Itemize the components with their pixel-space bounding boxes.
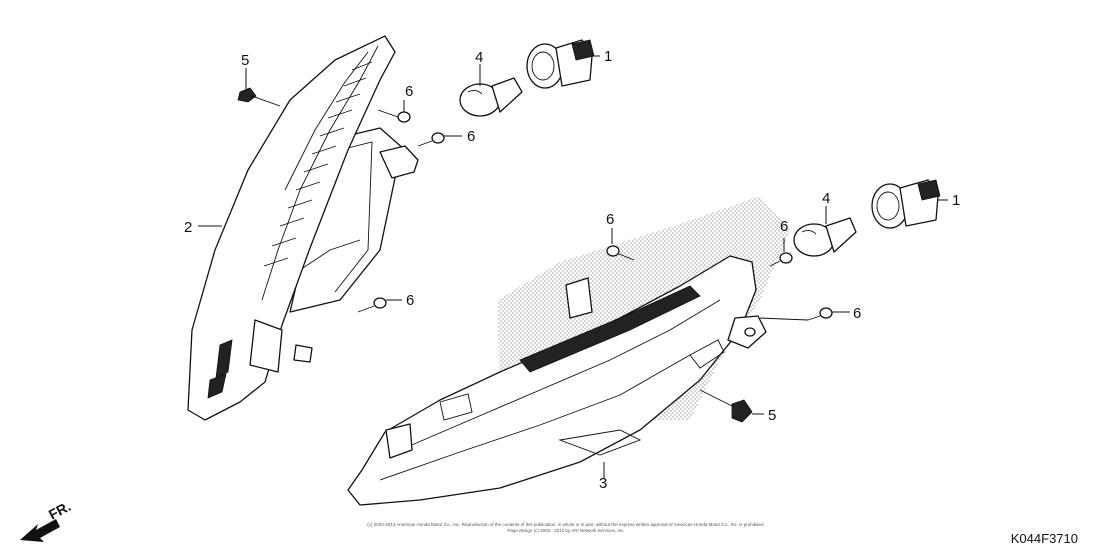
callout-1-right-socket: 1 bbox=[952, 192, 960, 209]
front-arrow-icon bbox=[20, 519, 60, 542]
right-turn-signal-assembly bbox=[347, 196, 790, 506]
callout-1-left-socket: 1 bbox=[604, 48, 612, 65]
callout-6-left-screw-a: 6 bbox=[405, 83, 413, 100]
left-lens-part-2 bbox=[187, 35, 396, 421]
right-bulb bbox=[793, 217, 857, 257]
left-screw-6a bbox=[377, 109, 411, 123]
callout-6-left-screw-c: 6 bbox=[406, 292, 414, 309]
callout-3-right-lens: 3 bbox=[599, 475, 607, 492]
left-screw-6c bbox=[357, 297, 387, 313]
callout-6-right-screw-e: 6 bbox=[780, 218, 788, 235]
right-socket bbox=[871, 179, 941, 229]
callout-5-left-bolt: 5 bbox=[241, 52, 249, 69]
callout-4-right-bulb: 4 bbox=[822, 190, 830, 207]
callout-6-left-screw-b: 6 bbox=[467, 128, 475, 145]
callout-6-right-screw-f: 6 bbox=[853, 305, 861, 322]
right-screw-6e bbox=[769, 252, 793, 267]
left-housing-socket bbox=[379, 145, 419, 179]
callout-2-left-lens: 2 bbox=[184, 219, 192, 236]
front-direction-indicator: FR. bbox=[20, 498, 73, 542]
drawing-code: K044F3710 bbox=[1010, 531, 1078, 546]
right-bolt-5 bbox=[699, 389, 753, 423]
leader-lines bbox=[198, 55, 948, 478]
left-bulb bbox=[459, 77, 523, 117]
left-housing-body bbox=[289, 127, 406, 313]
front-label: FR. bbox=[46, 498, 73, 523]
callout-6-right-screw-d: 6 bbox=[606, 211, 614, 228]
left-socket bbox=[526, 39, 595, 89]
right-screw-6f bbox=[807, 307, 833, 321]
left-bolt-5 bbox=[237, 87, 281, 107]
copyright-line-2: Page design (c) 2003 - 2013 by ARI Netwo… bbox=[507, 528, 625, 533]
copyright-line-1: (c) 2003-2013 American Honda Motor Co., … bbox=[367, 522, 765, 527]
right-lens-rib bbox=[519, 285, 701, 373]
callouts: 1 2 4 5 6 6 6 6 4 1 6 6 5 3 bbox=[184, 48, 960, 492]
left-turn-signal-assembly bbox=[187, 35, 419, 421]
right-screw-6d bbox=[606, 245, 635, 261]
callout-4-left-bulb: 4 bbox=[475, 49, 483, 66]
copyright-notice: (c) 2003-2013 American Honda Motor Co., … bbox=[316, 522, 816, 534]
callout-5-right-bolt: 5 bbox=[768, 407, 776, 424]
left-screw-6b bbox=[417, 132, 445, 147]
